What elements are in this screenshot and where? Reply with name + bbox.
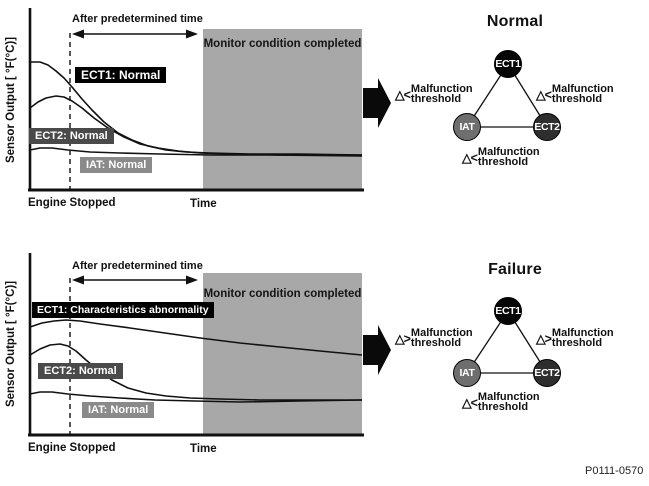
bottom-ect2-label: ECT2: Normal	[38, 363, 123, 379]
bottom-after-time-label: After predetermined time	[72, 260, 203, 272]
threshold-line1: Malfunction	[477, 146, 540, 158]
threshold-symbol-icon: △<	[462, 396, 478, 410]
bottom-arrowhead-left	[72, 275, 84, 285]
top-ect1-label: ECT1: Normal	[75, 67, 167, 83]
top-time-label: Time	[190, 198, 217, 210]
threshold-line2: threshold	[551, 336, 603, 349]
monitor-label-bottom: Monitor condition completed	[203, 288, 362, 300]
top-block-arrow-icon	[363, 78, 391, 128]
bottom-threshold-left: △> Malfunction threshold	[395, 327, 473, 349]
top-engine-stopped-label: Engine Stopped	[28, 197, 116, 209]
threshold-symbol-icon: △>	[395, 332, 411, 346]
top-after-time-label: After predetermined time	[72, 13, 203, 25]
top-arrowhead-left	[72, 29, 84, 39]
threshold-symbol-icon: △>	[536, 332, 552, 346]
monitor-region-top: Monitor condition completed	[203, 29, 362, 190]
top-node-ect1: ECT1	[494, 50, 522, 78]
bottom-time-label: Time	[190, 443, 217, 455]
bottom-arrowhead-right	[186, 275, 198, 285]
threshold-line1: Malfunction	[477, 391, 540, 403]
bottom-y-axis-label: Sensor Output [ °F(°C)]	[5, 280, 17, 408]
threshold-symbol-icon: △<	[462, 151, 478, 165]
threshold-line2: threshold	[410, 336, 462, 349]
bottom-node-ect2: ECT2	[533, 359, 561, 387]
bottom-iat-label: IAT: Normal	[82, 402, 155, 418]
bottom-threshold-bottom: △< Malfunction threshold	[462, 391, 540, 413]
top-threshold-bottom: △< Malfunction threshold	[462, 146, 540, 168]
top-arrowhead-right	[186, 29, 198, 39]
bottom-engine-stopped-label: Engine Stopped	[28, 442, 116, 454]
bottom-node-iat: IAT	[453, 359, 481, 387]
threshold-line1: Malfunction	[410, 83, 473, 95]
top-threshold-right: △< Malfunction threshold	[536, 83, 614, 105]
top-node-iat: IAT	[453, 113, 481, 141]
threshold-line1: Malfunction	[410, 327, 473, 339]
bottom-block-arrow-icon	[363, 325, 391, 375]
bottom-node-ect1: ECT1	[494, 297, 522, 325]
figure-id: P0111-0570	[585, 465, 644, 477]
threshold-line2: threshold	[551, 92, 603, 105]
threshold-symbol-icon: △<	[395, 88, 411, 102]
top-ect2-label: ECT2: Normal	[29, 128, 114, 144]
threshold-line2: threshold	[477, 155, 529, 168]
monitor-label-top: Monitor condition completed	[203, 38, 362, 50]
threshold-symbol-icon: △<	[536, 88, 552, 102]
threshold-line2: threshold	[410, 92, 462, 105]
top-node-ect2: ECT2	[533, 113, 561, 141]
top-iat-label: IAT: Normal	[80, 157, 153, 173]
threshold-line2: threshold	[477, 400, 529, 413]
threshold-line1: Malfunction	[551, 83, 614, 95]
bottom-ect1-label: ECT1: Characteristics abnormality	[32, 302, 214, 318]
threshold-line1: Malfunction	[551, 327, 614, 339]
bottom-diagram-title: Failure	[488, 261, 542, 278]
top-threshold-left: △< Malfunction threshold	[395, 83, 473, 105]
top-y-axis-label: Sensor Output [ °F(°C)]	[5, 36, 17, 164]
bottom-threshold-right: △> Malfunction threshold	[536, 327, 614, 349]
monitor-region-bottom: Monitor condition completed	[203, 273, 362, 435]
top-diagram-title: Normal	[486, 13, 544, 30]
